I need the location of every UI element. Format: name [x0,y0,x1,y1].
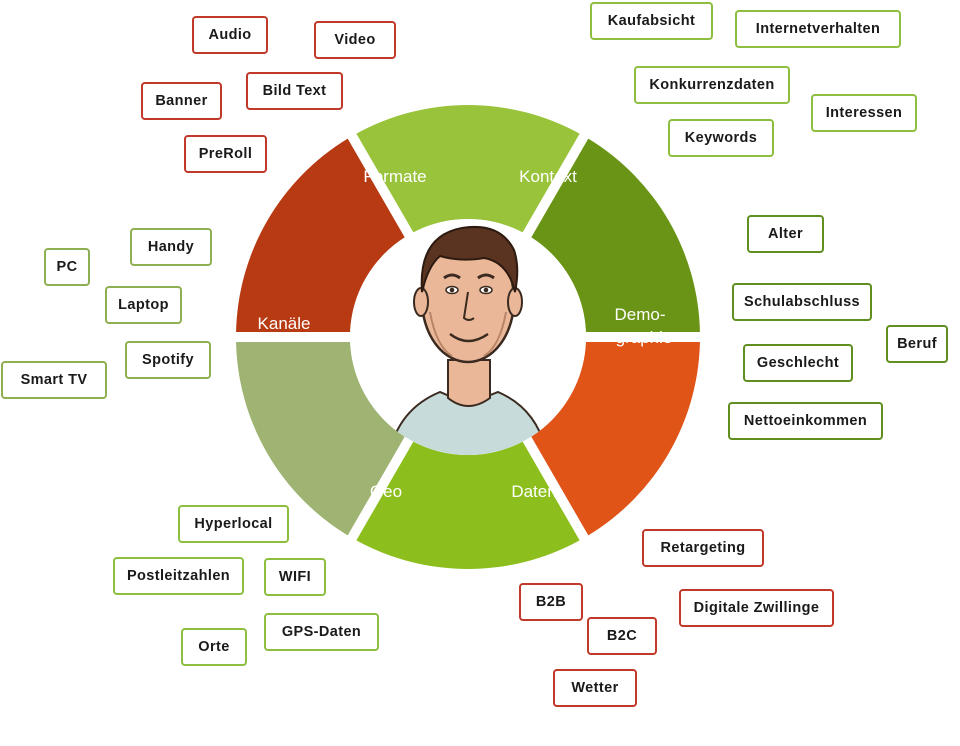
tag-banner: Banner [141,82,222,120]
segment-formate [236,138,405,333]
tag-interessen: Interessen [811,94,917,132]
tag-b2b: B2B [519,583,583,621]
tag-geschlecht: Geschlecht [743,344,853,382]
segment-demographie [531,138,700,333]
tag-schulabschluss: Schulabschluss [732,283,872,321]
tag-kaufabsicht: Kaufabsicht [590,2,713,40]
segment-geo [356,441,580,570]
tag-internetverhalten: Internetverhalten [735,10,901,48]
segment-label-geo: Geo [370,482,402,501]
segment-label-kontext: Kontext [519,167,577,186]
tag-b2c: B2C [587,617,657,655]
tag-spotify: Spotify [125,341,211,379]
tag-beruf: Beruf [886,325,948,363]
tag-retargeting: Retargeting [642,529,764,567]
tag-video: Video [314,21,396,59]
segment-label-daten: Daten [511,482,556,501]
segment-kanaele [236,341,405,536]
segment-daten [531,341,700,536]
tag-bild-text: Bild Text [246,72,343,110]
tag-digitale-zwillinge: Digitale Zwillinge [679,589,834,627]
tag-konkurrenzdaten: Konkurrenzdaten [634,66,790,104]
tag-hyperlocal: Hyperlocal [178,505,289,543]
segment-label-formate: Formate [363,167,426,186]
tag-handy: Handy [130,228,212,266]
avatar-portrait-icon [350,219,586,455]
tag-alter: Alter [747,215,824,253]
segment-ring [236,105,700,570]
tag-preroll: PreRoll [184,135,267,173]
segment-label-kanaele: Kanäle [258,314,311,333]
segment-kontext [356,105,580,233]
tag-gps-daten: GPS-Daten [264,613,379,651]
tag-laptop: Laptop [105,286,182,324]
tag-nettoeinkommen: Nettoeinkommen [728,402,883,440]
tag-pc: PC [44,248,90,286]
tag-keywords: Keywords [668,119,774,157]
segment-label-demographie-2: graphie [616,328,673,347]
tag-wetter: Wetter [553,669,637,707]
tag-wifi: WIFI [264,558,326,596]
tag-orte: Orte [181,628,247,666]
tag-postleitzahlen: Postleitzahlen [113,557,244,595]
tag-audio: Audio [192,16,268,54]
tag-smart-tv: Smart TV [1,361,107,399]
segment-labels: Formate Kontext Demo- graphie Daten Geo … [258,167,673,501]
segment-label-demographie-1: Demo- [614,305,665,324]
